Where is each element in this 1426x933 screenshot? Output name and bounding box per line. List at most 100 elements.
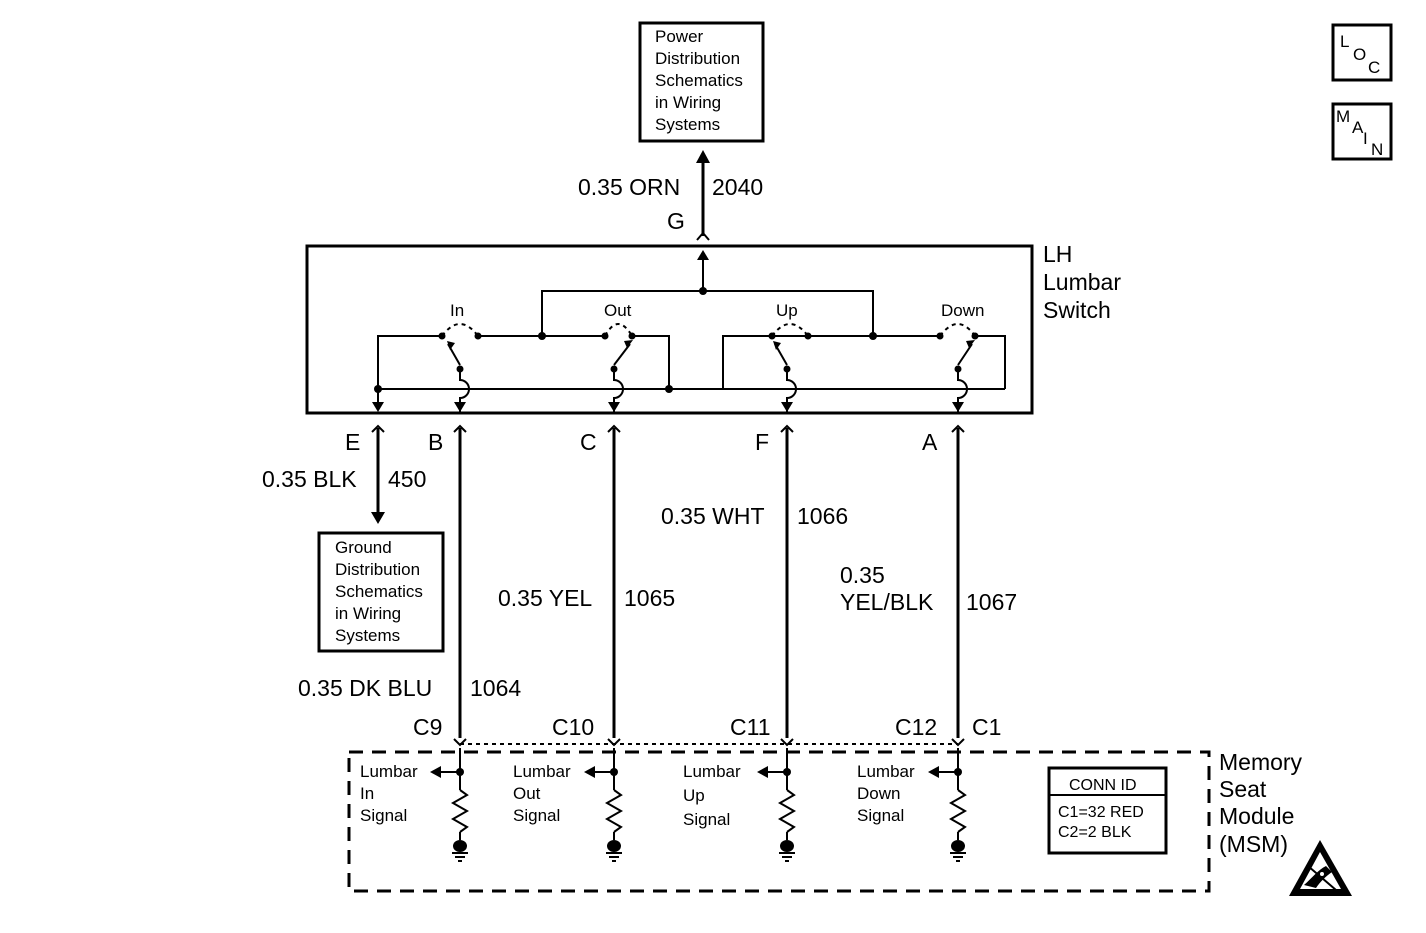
power-box-line-4: in Wiring xyxy=(655,93,721,112)
connector-ref-label: C1 xyxy=(972,714,1001,740)
module-name-line-2: Seat xyxy=(1219,776,1267,802)
signal-label-down-1: Lumbar xyxy=(857,762,915,781)
loc-nav-icon[interactable]: L O C xyxy=(1331,23,1393,82)
connector-pin-icon xyxy=(607,424,621,433)
main-letter-4: N xyxy=(1371,140,1383,159)
ground-box-line-1: Ground xyxy=(335,538,392,557)
wire-lumbar-down-pin: A xyxy=(922,429,938,455)
switch-contact-up[interactable]: Up xyxy=(768,301,812,412)
connector-pin-icon xyxy=(453,424,467,433)
wire-lumbar-out-color: 0.35 YEL xyxy=(498,585,592,611)
loc-letter-3: C xyxy=(1368,58,1380,77)
ground-icon xyxy=(950,840,966,862)
signal-label-in-3: Signal xyxy=(360,806,407,825)
switch-position-out: Out xyxy=(604,301,632,320)
main-letter-3: I xyxy=(1363,129,1368,148)
ground-distribution-box[interactable]: Ground Distribution Schematics in Wiring… xyxy=(317,531,445,653)
switch-power-bus xyxy=(478,250,940,340)
power-wire-color: 0.35 ORN xyxy=(578,174,680,200)
ground-box-line-3: Schematics xyxy=(335,582,423,601)
memory-seat-module[interactable]: Memory Seat Module (MSM) Lumbar In Signa… xyxy=(347,743,1303,893)
arrow-up-icon xyxy=(696,150,710,163)
power-wire-pin: G xyxy=(667,208,685,234)
switch-contact-in[interactable]: In xyxy=(438,301,482,412)
signal-label-up-1: Lumbar xyxy=(683,762,741,781)
power-box-line-2: Distribution xyxy=(655,49,740,68)
wire-lumbar-in-module-pin: C9 xyxy=(413,714,442,740)
module-input-lumbar-up: Lumbar Up Signal xyxy=(683,748,797,862)
connector-pin-icon xyxy=(951,424,965,433)
signal-label-up-3: Signal xyxy=(683,810,730,829)
switch-position-down: Down xyxy=(941,301,984,320)
module-input-lumbar-out: Lumbar Out Signal xyxy=(513,748,624,862)
resistor-icon xyxy=(948,789,968,833)
wire-lumbar-down: A 0.35 YEL/BLK 1067 C12 C1 xyxy=(840,424,1017,747)
wire-lumbar-out-pin: C xyxy=(580,429,597,455)
wire-lumbar-up: F 0.35 WHT 1066 C11 xyxy=(661,424,848,747)
loc-letter-2: O xyxy=(1353,45,1366,64)
ground-box-line-4: in Wiring xyxy=(335,604,401,623)
lh-lumbar-switch[interactable]: LH Lumbar Switch xyxy=(305,241,1121,415)
power-wire-circuit: 2040 xyxy=(712,174,763,200)
wire-lumbar-up-circuit: 1066 xyxy=(797,503,848,529)
conn-id-line-2: C2=2 BLK xyxy=(1058,824,1132,841)
esd-warning-icon xyxy=(1289,840,1352,896)
main-letter-2: A xyxy=(1352,118,1364,137)
ground-wire: E 0.35 BLK 450 xyxy=(262,424,426,524)
power-box-line-5: Systems xyxy=(655,115,720,134)
wire-lumbar-in-color: 0.35 DK BLU xyxy=(298,675,432,701)
conn-id-line-1: C1=32 RED xyxy=(1058,804,1144,821)
module-input-lumbar-down: Lumbar Down Signal xyxy=(857,748,968,862)
wire-lumbar-down-color-1: 0.35 xyxy=(840,562,885,588)
wire-lumbar-in-circuit: 1064 xyxy=(470,675,521,701)
main-nav-icon[interactable]: M A I N xyxy=(1331,102,1393,161)
signal-label-out-1: Lumbar xyxy=(513,762,571,781)
module-input-lumbar-in: Lumbar In Signal xyxy=(360,748,470,862)
ground-icon xyxy=(779,840,795,862)
wire-lumbar-in: B 0.35 DK BLU 1064 C9 xyxy=(298,424,521,747)
connector-pin-icon xyxy=(780,424,794,433)
wire-lumbar-down-circuit: 1067 xyxy=(966,589,1017,615)
module-name-line-1: Memory xyxy=(1219,749,1303,775)
loc-letter-1: L xyxy=(1340,32,1349,51)
switch-name-line-3: Switch xyxy=(1043,297,1111,323)
power-wire: 0.35 ORN 2040 G xyxy=(578,150,763,241)
switch-position-in: In xyxy=(450,301,464,320)
connector-pin-icon xyxy=(371,424,385,433)
wire-lumbar-up-module-pin: C11 xyxy=(730,714,771,740)
signal-label-down-2: Down xyxy=(857,784,900,803)
connector-pin-icon xyxy=(780,738,794,747)
switch-housing xyxy=(305,244,1034,415)
wire-lumbar-down-module-pin: C12 xyxy=(895,714,937,740)
signal-label-in-2: In xyxy=(360,784,374,803)
conn-id-table: CONN ID C1=32 RED C2=2 BLK xyxy=(1047,766,1168,855)
ground-icon xyxy=(452,840,468,862)
signal-label-in-1: Lumbar xyxy=(360,762,418,781)
switch-name-line-1: LH xyxy=(1043,241,1072,267)
switch-ground-bus xyxy=(372,335,1006,412)
switch-position-up: Up xyxy=(776,301,798,320)
resistor-icon xyxy=(777,789,797,833)
signal-label-up-2: Up xyxy=(683,786,705,805)
wire-lumbar-up-pin: F xyxy=(755,429,769,455)
wire-lumbar-up-color: 0.35 WHT xyxy=(661,503,765,529)
module-name-line-4: (MSM) xyxy=(1219,831,1288,857)
ground-wire-pin: E xyxy=(345,429,360,455)
switch-contact-down[interactable]: Down xyxy=(936,301,985,412)
ground-box-line-5: Systems xyxy=(335,626,400,645)
switch-contact-out[interactable]: Out xyxy=(601,301,636,412)
module-outline xyxy=(347,750,1211,893)
signal-label-out-2: Out xyxy=(513,784,541,803)
wire-lumbar-out-module-pin: C10 xyxy=(552,714,594,740)
conn-id-title: CONN ID xyxy=(1069,777,1137,794)
power-box-line-3: Schematics xyxy=(655,71,743,90)
signal-label-down-3: Signal xyxy=(857,806,904,825)
connector-pin-icon xyxy=(696,231,710,241)
switch-name-line-2: Lumbar xyxy=(1043,269,1121,295)
power-distribution-box[interactable]: Power Distribution Schematics in Wiring … xyxy=(638,21,765,143)
wire-lumbar-in-pin: B xyxy=(428,429,443,455)
arrow-down-icon xyxy=(371,512,385,524)
power-box-line-1: Power xyxy=(655,27,704,46)
resistor-icon xyxy=(604,789,624,833)
